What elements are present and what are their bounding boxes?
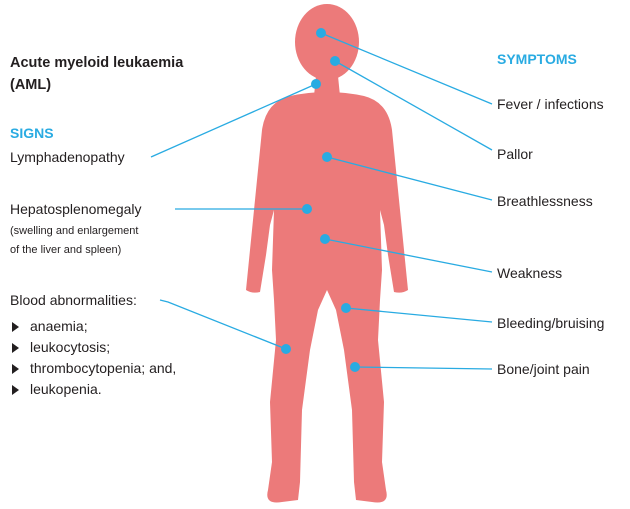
symptom-breathlessness: Breathlessness bbox=[497, 192, 593, 210]
marker-bleeding bbox=[341, 303, 351, 313]
symptom-weakness: Weakness bbox=[497, 264, 562, 282]
symptom-pallor: Pallor bbox=[497, 145, 533, 163]
list-item: thrombocytopenia; and, bbox=[10, 358, 176, 379]
signs-heading: SIGNS bbox=[10, 124, 54, 142]
blood-abnormalities-list: anaemia; leukocytosis; thrombocytopenia;… bbox=[10, 316, 176, 400]
symptom-fever: Fever / infections bbox=[497, 95, 604, 113]
symptom-bleeding-bruising: Bleeding/bruising bbox=[497, 314, 604, 332]
diagram-title-line2: (AML) bbox=[10, 75, 51, 95]
sign-blood-abnormalities: Blood abnormalities: bbox=[10, 291, 137, 309]
sign-lymphadenopathy: Lymphadenopathy bbox=[10, 148, 125, 166]
list-item: leukopenia. bbox=[10, 379, 176, 400]
marker-fever bbox=[316, 28, 326, 38]
sign-hepato-note-line2: of the liver and spleen) bbox=[10, 241, 121, 259]
marker-hepato bbox=[302, 204, 312, 214]
marker-breathlessness bbox=[322, 152, 332, 162]
symptom-bone-joint-pain: Bone/joint pain bbox=[497, 360, 590, 378]
leader-blood bbox=[160, 300, 286, 349]
sign-hepato-note-line1: (swelling and enlargement bbox=[10, 222, 138, 240]
marker-bone bbox=[350, 362, 360, 372]
list-item: leukocytosis; bbox=[10, 337, 176, 358]
symptoms-heading: SYMPTOMS bbox=[497, 50, 577, 68]
marker-blood bbox=[281, 344, 291, 354]
diagram-title-line1: Acute myeloid leukaemia bbox=[10, 53, 183, 73]
marker-weakness bbox=[320, 234, 330, 244]
sign-hepatosplenomegaly: Hepatosplenomegaly bbox=[10, 200, 142, 218]
marker-pallor bbox=[330, 56, 340, 66]
list-item: anaemia; bbox=[10, 316, 176, 337]
body-silhouette bbox=[246, 4, 408, 503]
marker-lymph bbox=[311, 79, 321, 89]
